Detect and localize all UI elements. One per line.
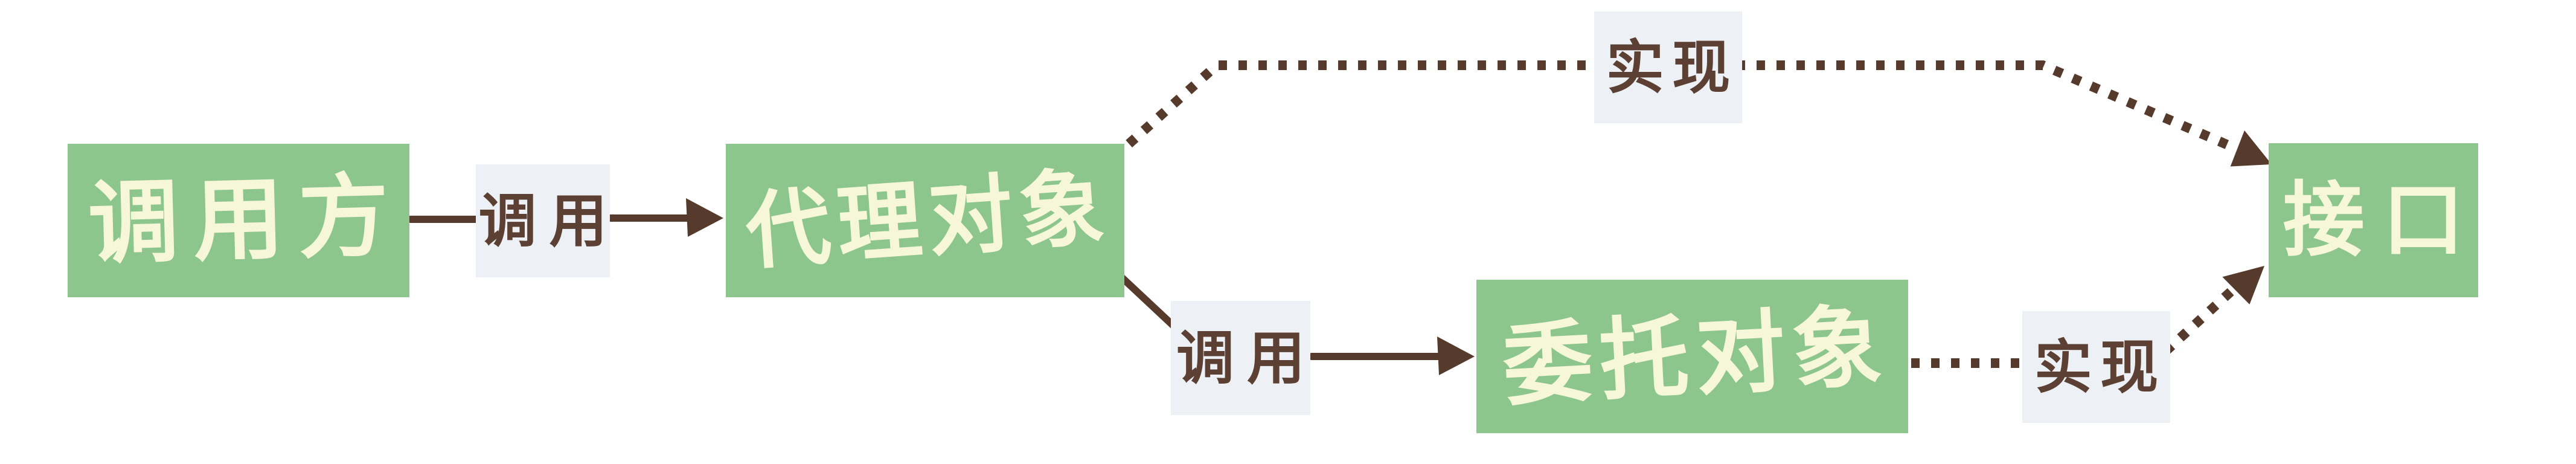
edge-label-text: 调用 (478, 187, 620, 255)
node-proxy: 代理对象 (726, 144, 1124, 297)
arrowhead-icon (686, 198, 723, 237)
edge-label-text: 实现 (1606, 33, 1738, 102)
edge-label-text: 实现 (2034, 333, 2167, 401)
node-caller: 调用方 (68, 144, 409, 297)
edge-line (1113, 269, 1176, 329)
node-label: 调用方 (86, 163, 405, 277)
node-label: 代理对象 (743, 158, 1114, 282)
edge-label-implement-1: 实现 (1594, 11, 1742, 123)
edge-label-call-1: 调用 (476, 164, 610, 277)
node-delegate: 委托对象 (1476, 280, 1908, 433)
edge-label-text: 调用 (1176, 324, 1318, 392)
node-label: 委托对象 (1500, 294, 1892, 419)
arrowhead-icon (2222, 266, 2264, 304)
edge-proxy-delegate (1113, 269, 1475, 375)
edge-label-implement-2: 实现 (2022, 311, 2170, 423)
node-label: 接口 (2283, 173, 2482, 268)
arrowhead-icon (2230, 130, 2272, 167)
node-interface: 接口 (2269, 143, 2478, 297)
edge-caller-proxy (407, 198, 723, 237)
edge-proxy-interface (1110, 60, 2272, 167)
arrowhead-icon (1437, 337, 1475, 375)
edge-label-call-2: 调用 (1171, 301, 1310, 415)
